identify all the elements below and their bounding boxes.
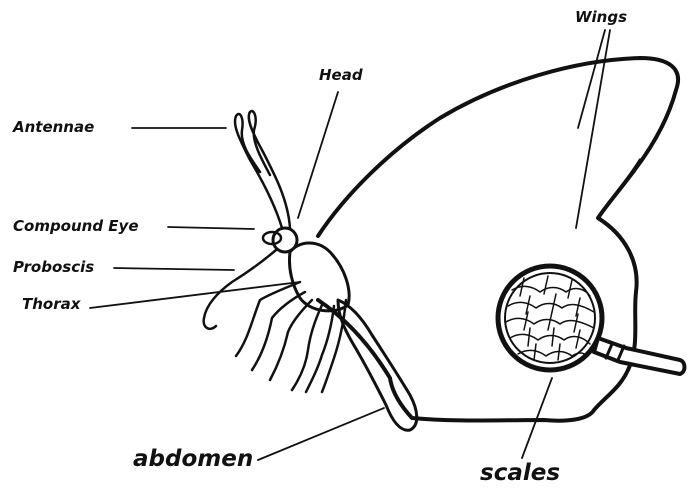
leader-wings-right (576, 30, 610, 228)
wing-division-line (598, 160, 640, 218)
wing-scales-pattern (506, 276, 594, 360)
leader-lines (90, 30, 610, 460)
label-antennae: Antennae (13, 118, 94, 136)
label-wings: Wings (575, 8, 627, 26)
leader-proboscis (114, 268, 234, 270)
leg-2 (252, 292, 305, 370)
label-abdomen: abdomen (133, 446, 253, 472)
label-compound-eye: Compound Eye (13, 217, 139, 235)
leg-5 (306, 306, 334, 392)
leader-abdomen (258, 408, 384, 460)
leader-scales (522, 378, 552, 458)
label-proboscis: Proboscis (13, 258, 94, 276)
magnifying-glass (498, 266, 685, 374)
label-thorax: Thorax (22, 295, 80, 313)
wing-outline (318, 58, 678, 421)
label-head: Head (319, 66, 363, 84)
label-scales: scales (480, 460, 560, 486)
leader-compound-eye (168, 227, 254, 229)
antenna-left (235, 114, 282, 228)
leg-1 (236, 282, 300, 356)
leader-head (298, 92, 338, 218)
